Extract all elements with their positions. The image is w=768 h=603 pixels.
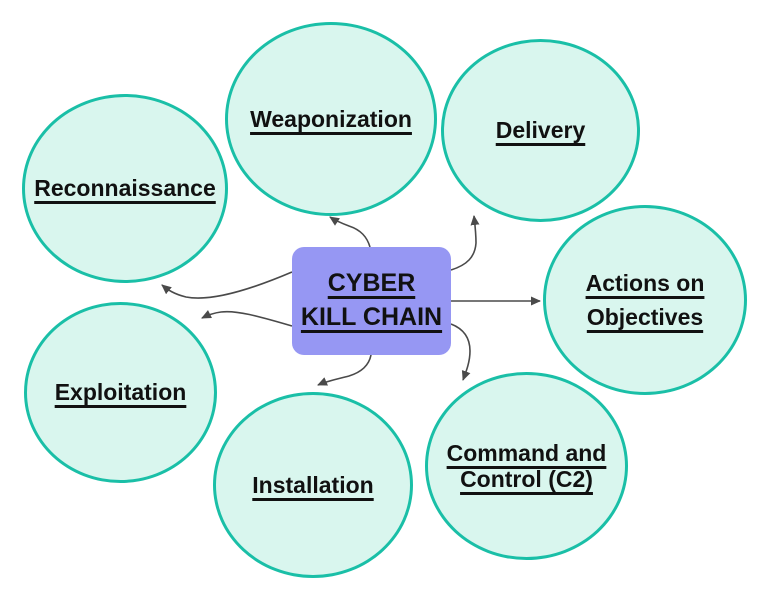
center-title-box: CYBER KILL CHAIN [292, 247, 451, 355]
node-actions-on-objectives: Actions on Objectives [543, 205, 747, 395]
node-exploitation-label: Exploitation [54, 379, 187, 406]
center-title-line2: KILL CHAIN [300, 303, 443, 331]
arrow-to-reconnaissance [161, 271, 293, 299]
arrow-to-exploitation [201, 309, 293, 327]
node-command-and-control-label: Command and Control (C2) [446, 439, 607, 492]
node-reconnaissance: Reconnaissance [22, 94, 228, 283]
arrow-to-c2 [450, 323, 471, 381]
node-weaponization: Weaponization [225, 22, 437, 216]
node-exploitation: Exploitation [24, 302, 217, 483]
node-installation-label: Installation [252, 471, 374, 498]
node-reconnaissance-label: Reconnaissance [34, 175, 216, 202]
node-command-and-control: Command and Control (C2) [425, 372, 628, 560]
arrow-to-installation [317, 354, 372, 386]
node-installation: Installation [213, 392, 413, 578]
node-delivery: Delivery [441, 39, 640, 222]
node-weaponization-label: Weaponization [250, 105, 412, 132]
node-delivery-label: Delivery [495, 117, 586, 144]
node-actions-on-objectives-label: Actions on Objectives [585, 269, 705, 331]
arrow-to-weaponization [329, 216, 371, 248]
arrow-to-delivery [450, 215, 480, 271]
center-title-line1: CYBER [327, 269, 416, 298]
